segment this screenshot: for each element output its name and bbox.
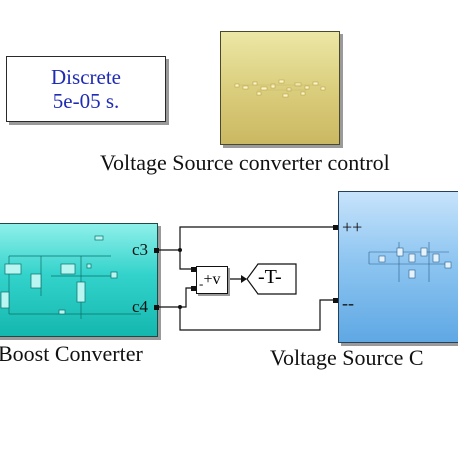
- powergui-mode: Discrete: [51, 65, 121, 89]
- voltage-measurement-block[interactable]: +v: [196, 266, 228, 294]
- boost-port-c3: c3: [132, 240, 149, 259]
- port-square-plus: [333, 225, 338, 230]
- port-square-minus: [333, 298, 338, 303]
- wire-tap-plus: [179, 250, 196, 270]
- voltage-measurement-minus: -: [199, 276, 204, 291]
- boost-converter-label: Boost Converter: [0, 341, 143, 366]
- powergui-block[interactable]: Discrete 5e-05 s.: [6, 56, 166, 122]
- goto-tag-shape: [246, 263, 297, 295]
- port-square-meas-plus: [191, 267, 196, 272]
- wire-c4-to-minus: [157, 299, 334, 331]
- port-square-c3: [154, 248, 159, 253]
- vsc-control-label: Voltage Source converter control: [100, 150, 390, 175]
- vsc-label: Voltage Source C: [270, 345, 424, 370]
- goto-tag-label[interactable]: -T-: [258, 266, 282, 288]
- wire-c3-to-plus: [157, 226, 334, 251]
- junction-dot: [178, 305, 182, 309]
- voltage-source-converter-block[interactable]: [338, 191, 458, 343]
- junction-dot: [178, 248, 182, 252]
- vsc-thumbnail: [368, 242, 452, 282]
- boost-converter-block[interactable]: [0, 223, 158, 337]
- powergui-sample-time: 5e-05 s.: [52, 89, 120, 113]
- port-square-c4: [154, 305, 159, 310]
- vsc-control-thumbnail: [234, 79, 326, 98]
- vsc-port-minus: --: [342, 293, 354, 313]
- boost-converter-thumbnail: [0, 235, 141, 319]
- vsc-port-plus: ++: [342, 217, 363, 237]
- port-square-meas-minus: [191, 286, 196, 291]
- arrowhead-goto: [241, 275, 247, 283]
- boost-port-c4: c4: [132, 297, 149, 316]
- vsc-control-block[interactable]: [220, 31, 340, 145]
- voltage-measurement-label: +v: [203, 271, 221, 288]
